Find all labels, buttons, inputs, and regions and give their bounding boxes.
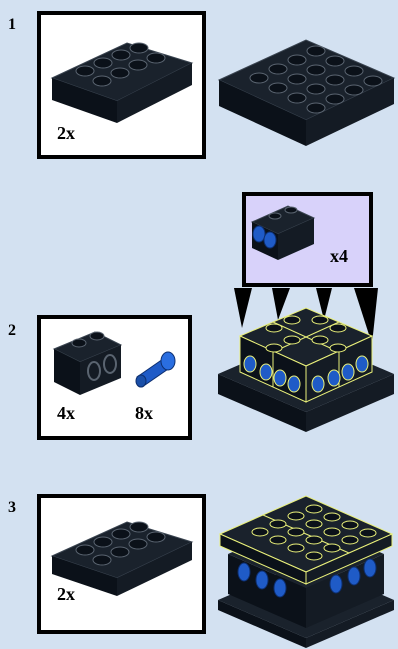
step-2-callout-qty: x4 — [330, 246, 348, 266]
step-2-callout: x4 — [242, 192, 373, 287]
brick-2x4-part-image — [50, 42, 194, 123]
step-3-number: 3 — [8, 499, 16, 516]
step-3-parts-list: 2x — [37, 494, 206, 634]
step-2-number: 2 — [8, 322, 16, 339]
step-1-number: 1 — [8, 16, 16, 33]
step-2-part-1-qty: 4x — [57, 403, 75, 423]
step-1-part-qty: 2x — [57, 123, 75, 143]
technic-pin-part-image — [135, 351, 176, 388]
brick-2x4-part-image — [50, 521, 194, 596]
technic-brick-callout-image — [250, 205, 316, 260]
step-2-assembly-image — [218, 288, 394, 432]
step-2-parts-list: 4x 8x — [37, 315, 192, 440]
step-1-parts-list: 2x — [37, 11, 206, 159]
technic-brick-part-image — [52, 331, 123, 395]
step-3-part-qty: 2x — [57, 584, 75, 604]
step-2-part-2-qty: 8x — [135, 403, 153, 423]
step-3-assembly-image — [218, 495, 394, 648]
step-1-assembly-image — [217, 39, 396, 146]
